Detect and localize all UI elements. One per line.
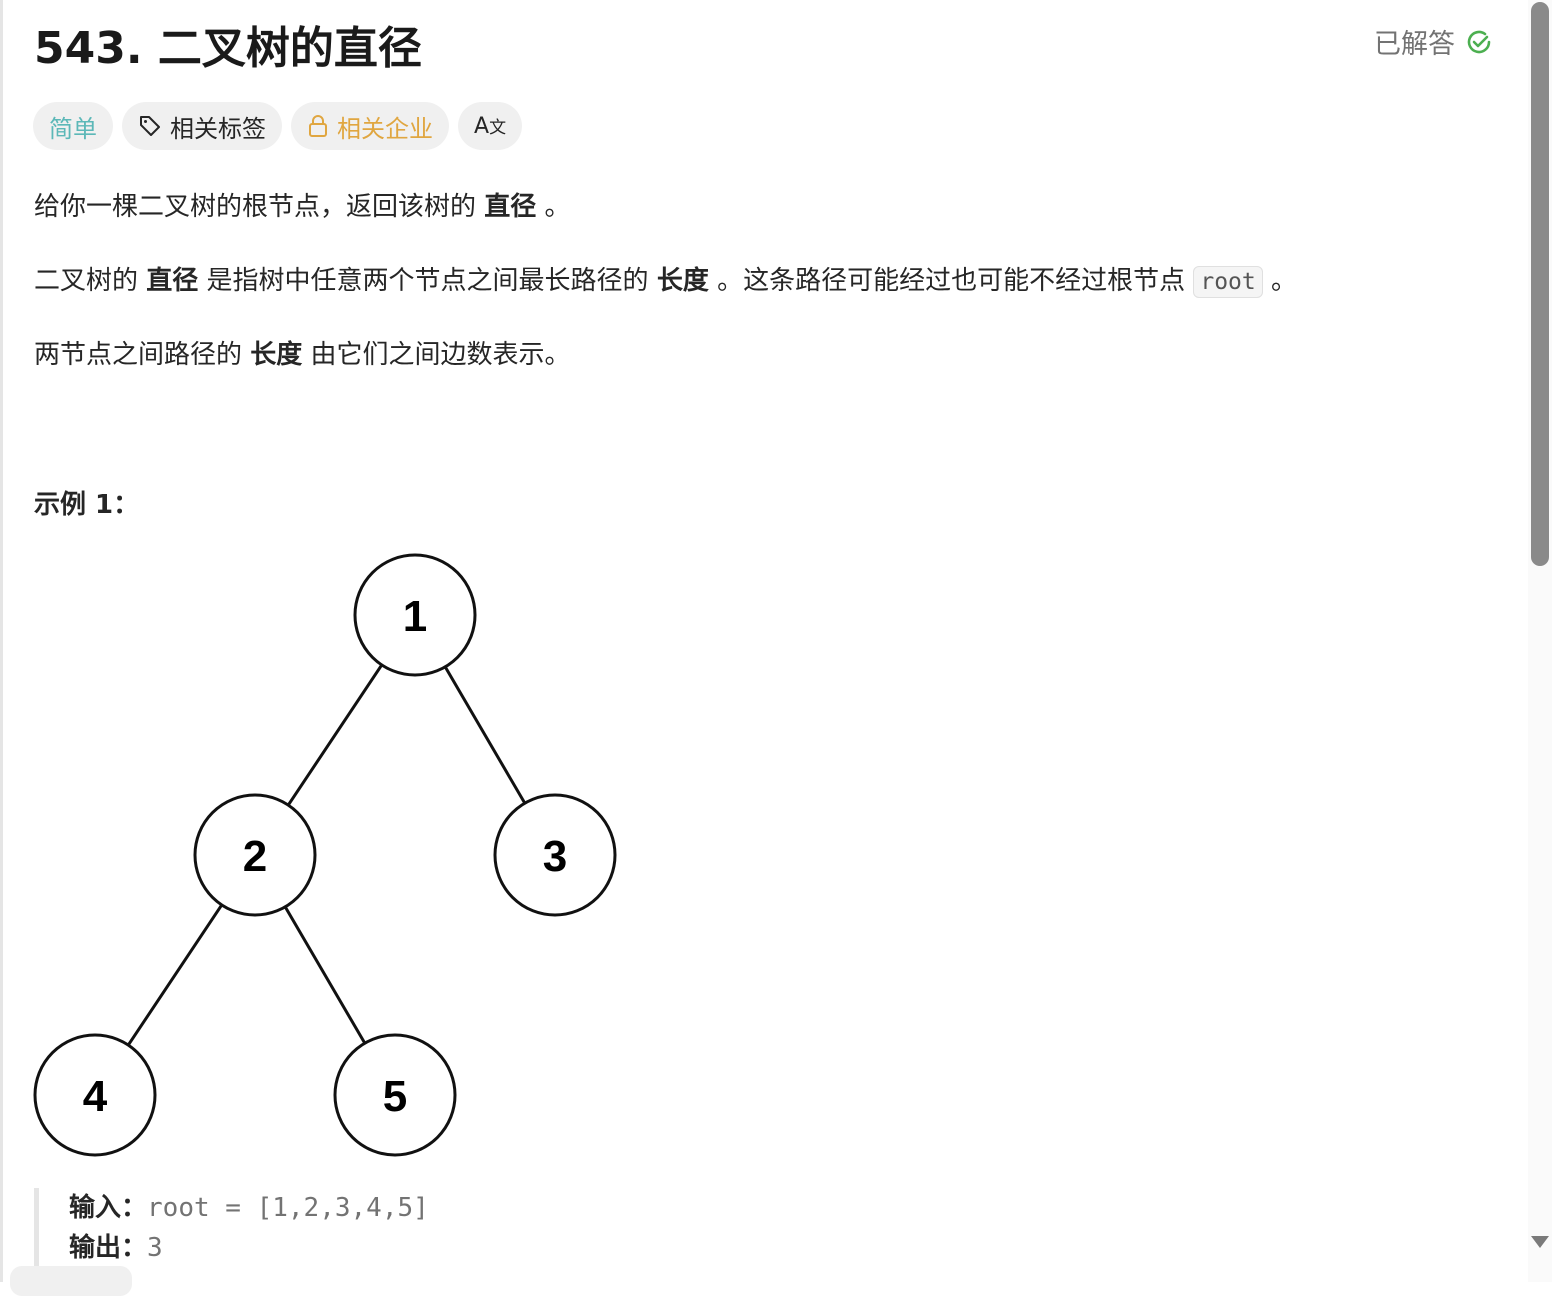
translate-icon: A文 [474, 114, 507, 139]
inline-code: root [1193, 266, 1263, 298]
output-label: 输出： [69, 1233, 148, 1263]
panel-border [0, 0, 3, 1282]
tag-bar: 简单 相关标签 相关企业 A文 [33, 102, 523, 150]
difficulty-label: 简单 [49, 114, 97, 143]
tree-node-circle [193, 793, 317, 917]
bottom-tab[interactable] [10, 1266, 132, 1296]
tree-edge [443, 666, 527, 804]
companies-label: 相关企业 [337, 114, 433, 143]
tree-node-label: 4 [83, 1072, 108, 1121]
solved-status: 已解答 [1374, 22, 1493, 61]
tree-node-label: 5 [383, 1072, 407, 1121]
lock-icon [309, 115, 327, 137]
output-value: 3 [147, 1233, 163, 1263]
tree-node-label: 3 [543, 832, 567, 881]
tree-node: 2 [193, 793, 317, 917]
description-paragraph: 两节点之间路径的 长度 由它们之间边数表示。 [34, 340, 571, 370]
description-paragraph: 给你一棵二叉树的根节点，返回该树的 直径 。 [34, 192, 571, 222]
example-block: 输入：root = [1,2,3,4,5] 输出：3 [34, 1188, 429, 1282]
translate-button[interactable]: A文 [458, 102, 523, 150]
tree-node-circle [33, 1033, 157, 1157]
tree-edge [127, 904, 223, 1046]
topics-label: 相关标签 [170, 114, 266, 143]
companies-button[interactable]: 相关企业 [291, 102, 449, 150]
tag-icon [140, 116, 160, 136]
tree-node: 4 [33, 1033, 157, 1157]
solved-label: 已解答 [1374, 29, 1455, 60]
tree-node: 1 [353, 553, 477, 677]
input-value: root = [1,2,3,4,5] [147, 1193, 429, 1223]
tree-diagram: 1 2 3 4 5 [33, 553, 617, 1157]
page-title: 543. 二叉树的直径 [34, 23, 422, 74]
check-circle-icon [1467, 30, 1491, 53]
input-label: 输入： [69, 1193, 148, 1223]
tree-node-circle [493, 793, 617, 917]
description-paragraph: 二叉树的 直径 是指树中任意两个节点之间最长路径的 长度 。这条路径可能经过也可… [34, 266, 1298, 298]
difficulty-badge[interactable]: 简单 [33, 102, 113, 150]
tree-node: 5 [333, 1033, 457, 1157]
scrollbar-thumb[interactable] [1531, 2, 1549, 566]
tree-edge [283, 906, 367, 1044]
tree-node: 3 [493, 793, 617, 917]
tree-edge [287, 664, 383, 806]
tree-node-circle [333, 1033, 457, 1157]
topics-button[interactable]: 相关标签 [122, 102, 282, 150]
tree-node-label: 1 [403, 592, 427, 641]
scroll-down-arrow-icon[interactable] [1531, 1236, 1549, 1248]
tree-node-circle [353, 553, 477, 677]
tree-node-label: 2 [243, 832, 267, 881]
example-title: 示例 1： [34, 490, 140, 520]
